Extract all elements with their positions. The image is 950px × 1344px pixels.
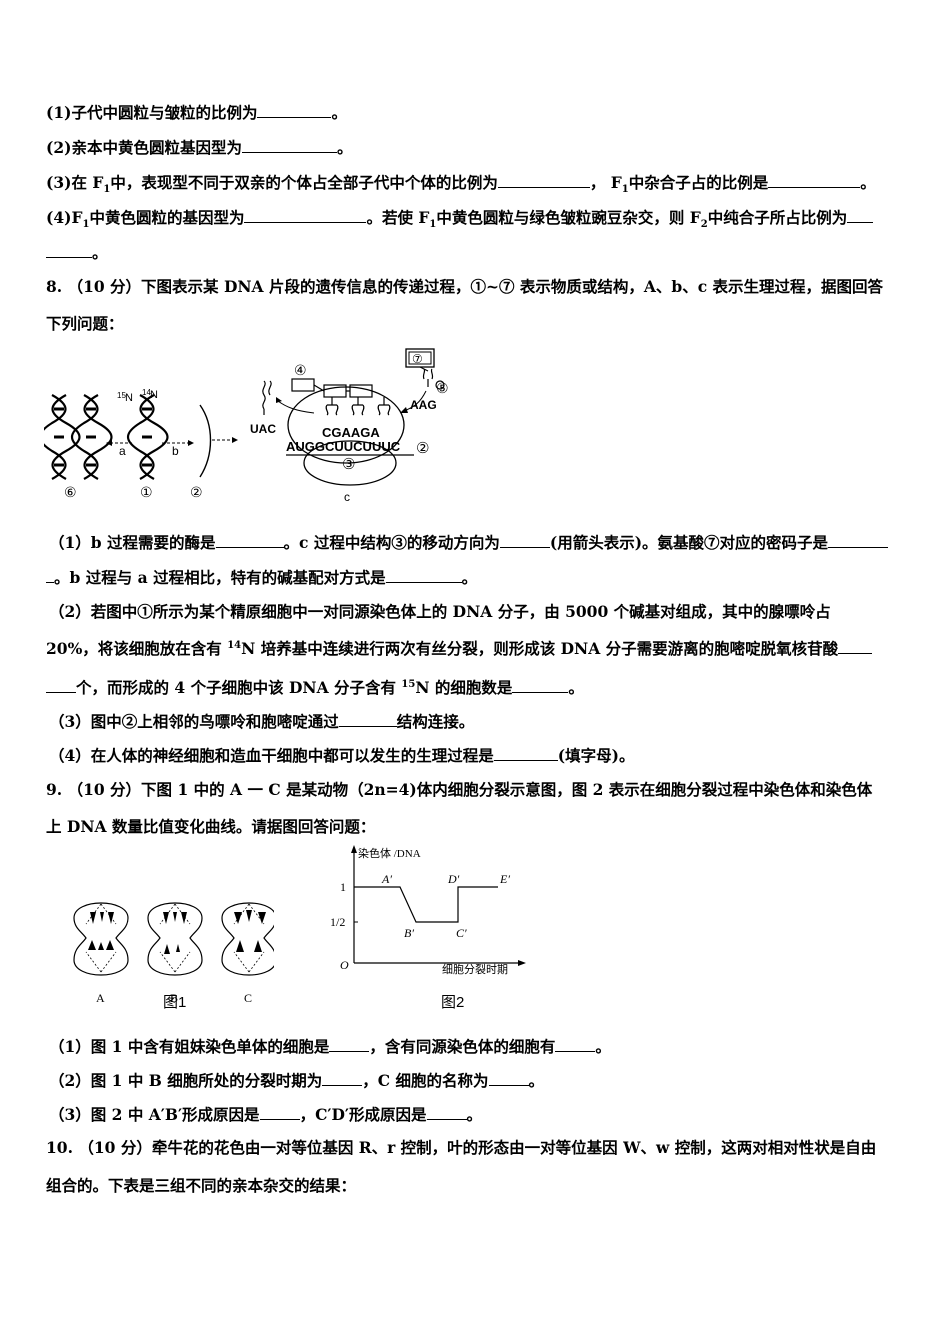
y-tick-1: 1: [340, 880, 346, 894]
label-5: ⑤: [436, 380, 449, 396]
cell-b: [147, 902, 203, 976]
answer-blank[interactable]: [46, 677, 76, 693]
svg-text:14: 14: [142, 388, 151, 397]
y-axis-label: 染色体 /DNA: [358, 846, 421, 860]
dna-helix-1: [126, 394, 169, 480]
q8-s2-line-b: 20%，将该细胞放在含有 14N 培养基中连续进行两次有丝分裂，则形成该 DNA…: [46, 638, 873, 659]
cell-a: [73, 902, 129, 976]
label-2b: ②: [416, 440, 429, 457]
label-3: ③: [342, 456, 355, 473]
point-d: D′: [447, 872, 460, 886]
q8-stem-line-2: 下列问题：: [46, 314, 124, 333]
point-e: E′: [499, 872, 510, 886]
answer-blank[interactable]: [512, 677, 569, 693]
q7-1-text: (1)子代中圆粒与皱粒的比例为: [46, 103, 258, 122]
svg-text:15: 15: [117, 391, 126, 400]
svg-text:N: N: [125, 392, 133, 404]
answer-blank[interactable]: [847, 207, 874, 223]
cell-division-figure-1: A B C: [73, 902, 274, 1005]
point-a: A′: [381, 872, 392, 886]
answer-blank[interactable]: [493, 745, 558, 761]
answer-blank[interactable]: [257, 102, 332, 118]
q9-stem-line-1: 9. （10 分）下图 1 中的 A 一 C 是某动物（2n=4)体内细胞分裂示…: [46, 780, 872, 800]
q7-line-2: (2)亲本中黄色圆粒基因型为。: [46, 137, 353, 157]
answer-blank[interactable]: [244, 207, 367, 223]
q7-2-text: (2)亲本中黄色圆粒基因型为: [46, 138, 242, 157]
q7-line-4: (4)F1中黄色圆粒的基因型为。若使 F1中黄色圆粒与绿色皱粒豌豆杂交，则 F2…: [46, 207, 874, 230]
answer-blank[interactable]: [322, 1070, 363, 1086]
process-b-label: b: [172, 444, 179, 458]
mrna-curve: [199, 404, 212, 478]
answer-blank[interactable]: [488, 1070, 529, 1086]
answer-blank[interactable]: [259, 1104, 300, 1120]
answer-blank[interactable]: [768, 172, 861, 188]
answer-blank[interactable]: [338, 711, 397, 727]
answer-blank[interactable]: [215, 532, 284, 548]
answer-blank[interactable]: [46, 242, 92, 258]
q9-s1-line: （1）图 1 中含有姐妹染色单体的细胞是，含有同源染色体的细胞有。: [49, 1036, 611, 1056]
answer-blank[interactable]: [555, 1036, 596, 1052]
q7-line-1: (1)子代中圆粒与皱粒的比例为。: [46, 102, 347, 122]
label-4: ④: [294, 362, 307, 378]
cell-c-label: C: [244, 991, 252, 1005]
answer-blank[interactable]: [497, 172, 590, 188]
q9-stem: 9. （10 分）下图 1 中的 A 一 C 是某动物（2n=4)体内细胞分裂示…: [46, 780, 873, 799]
answer-blank[interactable]: [329, 1036, 370, 1052]
q10-stem: 10. （10 分）牵牛花的花色由一对等位基因 R、r 控制，叶的形态由一对等位…: [46, 1138, 877, 1157]
q8-stem-line-1: 8. （10 分）下图表示某 DNA 片段的遗传信息的传递过程，①~⑦ 表示物质…: [46, 277, 883, 297]
q8-s1-line-b: 。b 过程与 a 过程相比，特有的碱基配对方式是。: [46, 567, 477, 588]
trna-anticodons: CGAAGA: [322, 425, 380, 440]
x-axis-label: 细胞分裂时期: [442, 963, 508, 976]
label-7: ⑦: [412, 352, 423, 366]
figure-1-caption: 图1: [163, 994, 187, 1011]
q7-line-5: 。: [46, 242, 108, 263]
answer-blank[interactable]: [838, 638, 873, 654]
point-b: B′: [404, 926, 414, 940]
mrna-sequence: AUGGCUUCUUUC: [286, 439, 401, 454]
q8-s4-line: （4）在人体的神经细胞和造血干细胞中都可以发生的生理过程是(填字母)。: [49, 745, 635, 765]
q9-s3-line: （3）图 2 中 A′B′形成原因是，C′D′形成原因是。: [49, 1104, 483, 1124]
anticodon-uac: UAC: [250, 422, 276, 436]
q8-stem: 8. （10 分）下图表示某 DNA 片段的遗传信息的传递过程，①~⑦ 表示物质…: [46, 277, 884, 296]
y-tick-half: 1/2: [330, 915, 345, 929]
ratio-curve: [354, 886, 498, 923]
answer-blank[interactable]: [499, 532, 550, 548]
ribosome-small-subunit: [303, 440, 397, 486]
q10-stem-line-2: 组合的。下表是三组不同的亲本杂交的结果：: [46, 1176, 357, 1195]
q7-3-text: 中，表现型不同于双亲的个体占全部子代中个体的比例为: [110, 173, 498, 192]
q9-s2-line: （2）图 1 中 B 细胞所处的分裂时期为，C 细胞的名称为。: [49, 1070, 545, 1090]
cell-b-label: B: [170, 991, 178, 1005]
origin-label: O: [340, 958, 349, 972]
label-2: ②: [190, 484, 203, 500]
label-1: ①: [140, 484, 153, 500]
q9-stem-line-2: 上 DNA 数量比值变化曲线。请据图回答问题：: [46, 817, 376, 836]
q8-s2-line-c: 个，而形成的 4 个子细胞中该 DNA 分子含有 15N 的细胞数是。: [46, 677, 584, 698]
q8-s1-line-a: （1）b 过程需要的酶是。c 过程中结构③的移动方向为(用箭头表示)。氨基酸⑦对…: [49, 532, 889, 553]
label-6: ⑥: [64, 484, 77, 500]
point-c: C′: [456, 926, 467, 940]
svg-text:N: N: [150, 389, 158, 401]
answer-blank[interactable]: [46, 567, 54, 583]
chromosome-dna-ratio-chart: 染色体 /DNA O 1 1/2 A′ B′ C′ D′ E′ 细胞分裂时期: [330, 845, 526, 976]
q10-stem-line-1: 10. （10 分）牵牛花的花色由一对等位基因 R、r 控制，叶的形态由一对等位…: [46, 1138, 876, 1158]
q8-s2-line-a: （2）若图中①所示为某个精原细胞中一对同源染色体上的 DNA 分子，由 5000…: [49, 602, 831, 621]
cell-a-label: A: [96, 991, 105, 1005]
q8-s3-line: （3）图中②上相邻的鸟嘌呤和胞嘧啶通过结构连接。: [49, 711, 475, 731]
anticodon-aag: AAG: [410, 398, 437, 412]
answer-blank[interactable]: [828, 532, 889, 548]
cell-c: [221, 902, 274, 976]
q7-4-text: 中黄色圆粒的基因型为: [89, 208, 245, 227]
answer-blank[interactable]: [241, 137, 337, 153]
figure-2-caption: 图2: [441, 994, 465, 1011]
process-a-label: a: [119, 444, 126, 458]
dna-transfer-figure: a 15 N 14 N b ⑥ ① ② ③ c ④ UAC: [44, 348, 449, 504]
dna-helix-6: [44, 394, 113, 480]
q7-line-3: (3)在 F1中，表现型不同于双亲的个体占全部子代中个体的比例为， F1中杂合子…: [46, 172, 876, 196]
answer-blank[interactable]: [385, 567, 462, 583]
answer-blank[interactable]: [426, 1104, 467, 1120]
process-c-label: c: [344, 490, 350, 504]
